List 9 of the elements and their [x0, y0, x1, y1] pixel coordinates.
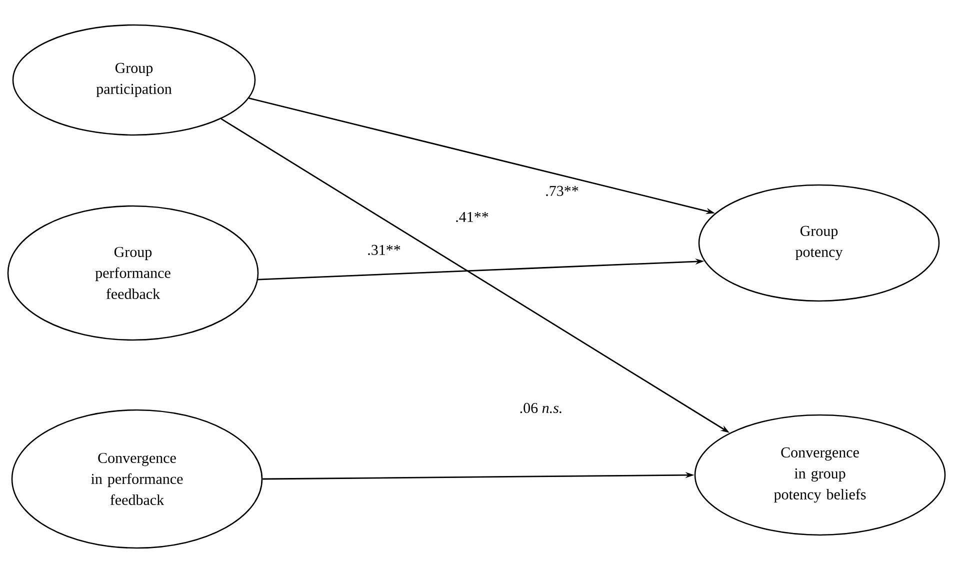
edge-label: .31**	[368, 244, 400, 256]
ellipse-node: Group performance feedback	[7, 205, 259, 341]
edge-label: .06 n.s.	[520, 402, 562, 414]
edge-label: .41**	[456, 212, 488, 222]
ellipse-node: Group potency	[698, 184, 940, 302]
ellipse-node: Convergence in group potency beliefs	[694, 414, 946, 536]
ellipse-node: Convergence in performance feedback	[11, 409, 263, 549]
ellipse-node: Group participation	[12, 24, 256, 136]
edge-label: .73**	[546, 186, 578, 196]
